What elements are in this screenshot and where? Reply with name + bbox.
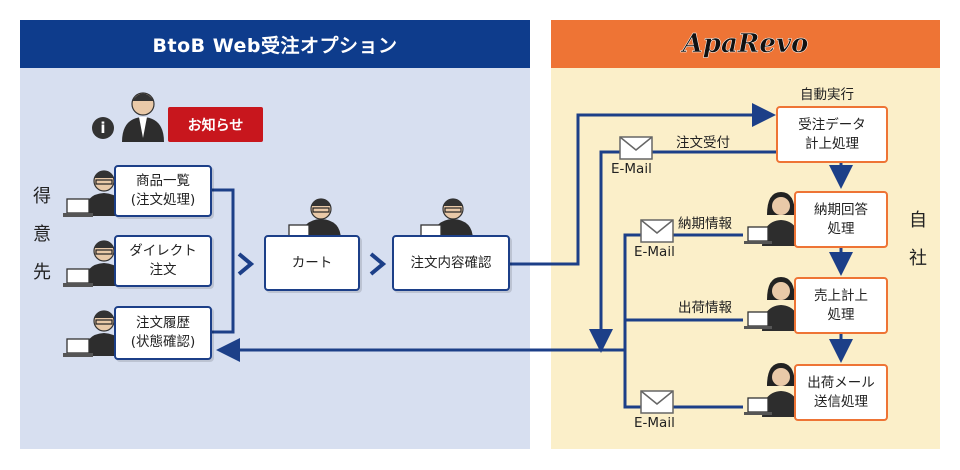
order-data-box[interactable]: 受注データ 計上処理 <box>776 106 888 163</box>
staff-person-icon <box>744 192 800 246</box>
shipping-info-label: 出荷情報 <box>678 300 732 316</box>
order-confirm-box[interactable]: 注文内容確認 <box>392 235 510 291</box>
box-line: ダイレクト <box>129 243 197 259</box>
customer-label: 得 意 先 <box>30 178 54 292</box>
delivery-answer-box[interactable]: 納期回答 処理 <box>794 191 888 248</box>
notice-badge[interactable]: お知らせ <box>168 107 263 142</box>
email-label: E-Mail <box>634 244 675 260</box>
customer-person-icon <box>285 198 341 240</box>
right-header: ApaRevo <box>551 20 940 68</box>
company-label: 自 社 <box>906 202 930 278</box>
sales-record-box[interactable]: 売上計上 処理 <box>794 277 888 334</box>
email-label: E-Mail <box>611 161 652 177</box>
customer-label-char: 先 <box>33 262 51 283</box>
envelope-icon <box>640 390 674 414</box>
box-line: 送信処理 <box>814 393 868 410</box>
box-line: 受注データ <box>798 116 866 133</box>
company-label-char: 自 <box>909 210 927 231</box>
customer-person-icon <box>417 198 473 240</box>
apa-revo-logo: ApaRevo <box>682 29 809 60</box>
customer-label-char: 得 <box>33 186 51 207</box>
box-line: 計上処理 <box>805 135 859 152</box>
product-list-box[interactable]: 商品一覧 (注文処理) <box>114 165 212 217</box>
auto-run-label: 自動実行 <box>800 87 854 103</box>
cart-box[interactable]: カート <box>264 235 360 291</box>
box-line: 納期回答 <box>814 201 868 218</box>
left-header: BtoB Web受注オプション <box>20 20 530 68</box>
box-line: 売上計上 <box>814 287 868 304</box>
email-label: E-Mail <box>634 415 675 431</box>
company-label-char: 社 <box>909 248 927 269</box>
envelope-icon <box>640 219 674 243</box>
envelope-icon <box>619 136 653 160</box>
delivery-info-label: 納期情報 <box>678 216 732 232</box>
box-line: 注文 <box>149 262 177 278</box>
ship-mail-box[interactable]: 出荷メール 送信処理 <box>794 364 888 421</box>
box-line: 出荷メール <box>807 374 875 391</box>
box-line: カート <box>291 254 333 271</box>
box-line: (注文処理) <box>130 192 196 208</box>
box-line: 注文履歴 <box>136 315 190 331</box>
order-history-box[interactable]: 注文履歴 (状態確認) <box>114 306 212 360</box>
svg-text:i: i <box>100 119 105 137</box>
box-line: 商品一覧 <box>136 173 190 189</box>
box-line: 処理 <box>827 220 855 237</box>
customer-label-char: 意 <box>33 224 51 245</box>
box-line: 注文内容確認 <box>410 254 492 271</box>
staff-person-icon <box>744 363 800 417</box>
box-line: (状態確認) <box>130 334 196 350</box>
staff-person-icon <box>744 277 800 331</box>
order-received-label: 注文受付 <box>676 135 730 151</box>
direct-order-box[interactable]: ダイレクト 注文 <box>114 235 212 287</box>
info-person-icon: i <box>92 92 164 142</box>
box-line: 処理 <box>827 306 855 323</box>
